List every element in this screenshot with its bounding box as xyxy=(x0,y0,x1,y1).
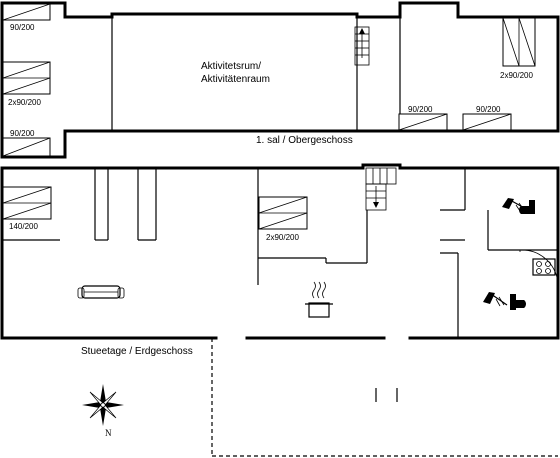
label-bed-ground-left: 140/200 xyxy=(9,222,38,231)
hob-icon xyxy=(532,258,556,276)
bed-right-double xyxy=(502,17,536,67)
label-bed-bottom-left: 90/200 xyxy=(10,129,35,138)
bed-bottom-left xyxy=(2,137,51,157)
label-bed-right-b: 90/200 xyxy=(476,105,501,114)
bed-ground-left xyxy=(2,186,52,220)
room-name-line2: Aktivitätenraum xyxy=(201,74,270,85)
toilet-icon xyxy=(519,200,535,214)
upper-floor: 90/200 2x90/200 90/200 2x90/200 90/200 9… xyxy=(0,1,560,159)
ground-floor-label: Stueetage / Erdgeschoss xyxy=(81,346,193,357)
label-bed-top-left: 90/200 xyxy=(10,23,35,32)
ground-staircase xyxy=(365,167,397,211)
room-name-line1: Aktivitetsrum/ xyxy=(201,61,261,72)
cooking-pot-icon xyxy=(305,281,333,318)
bed-mid-left xyxy=(2,61,51,95)
shower-icon xyxy=(483,292,508,307)
label-bed-ground-center: 2x90/200 xyxy=(266,233,299,242)
ground-floor: 140/200 2x90/200 xyxy=(0,163,560,357)
toilet-icon xyxy=(510,294,526,310)
stair-arrow-icon xyxy=(373,202,379,208)
compass-rose-icon xyxy=(82,384,124,426)
ground-outer-wall xyxy=(0,163,560,340)
label-bed-right-a: 90/200 xyxy=(408,105,433,114)
compass-north-label: N xyxy=(105,428,112,438)
stair-arrow-icon xyxy=(359,28,365,34)
sofa-icon xyxy=(77,285,125,299)
bed-right-b xyxy=(462,113,512,131)
upper-floor-label: 1. sal / Obergeschoss xyxy=(256,135,353,146)
label-bed-right-double: 2x90/200 xyxy=(500,71,533,80)
upper-outer-wall xyxy=(0,1,560,159)
label-bed-mid-left: 2x90/200 xyxy=(8,98,41,107)
terrace-outline xyxy=(211,338,558,457)
bed-right-a xyxy=(398,113,448,131)
bed-top-left xyxy=(2,3,51,21)
upper-staircase xyxy=(354,26,370,66)
bed-ground-center xyxy=(258,196,308,230)
